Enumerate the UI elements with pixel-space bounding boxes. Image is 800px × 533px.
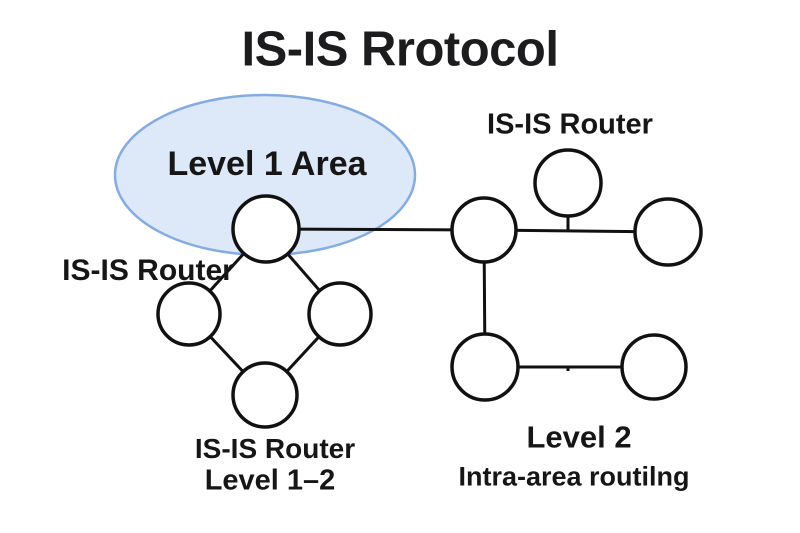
intra-area-routing-label: Intra-area routilng — [458, 461, 690, 492]
router-node-level2-mid-left — [450, 196, 518, 264]
router-node-level2-mid-right — [633, 197, 703, 267]
router-node-level1-left — [156, 281, 222, 347]
router-node-level2-bot-left — [450, 332, 520, 402]
router-node-level2-top — [533, 148, 603, 218]
level1-area-label: Level 1 Area — [167, 145, 367, 183]
router-node-level1-bottom — [231, 361, 299, 429]
left-router-label: IS-IS Router — [62, 254, 234, 287]
bottom-left-level-label: Level 1–2 — [204, 464, 336, 497]
bottom-left-router-label: IS-IS Router — [194, 433, 356, 464]
router-node-level1-top — [231, 194, 301, 264]
diagram-title: IS-IS Rrotocol — [241, 22, 559, 77]
link-level1-top--level2-mid-left — [265, 227, 485, 232]
level2-label: Level 2 — [526, 419, 632, 455]
router-node-level2-bot-right — [620, 333, 688, 401]
top-right-router-label: IS-IS Router — [487, 108, 653, 141]
router-node-level1-right — [307, 281, 373, 347]
